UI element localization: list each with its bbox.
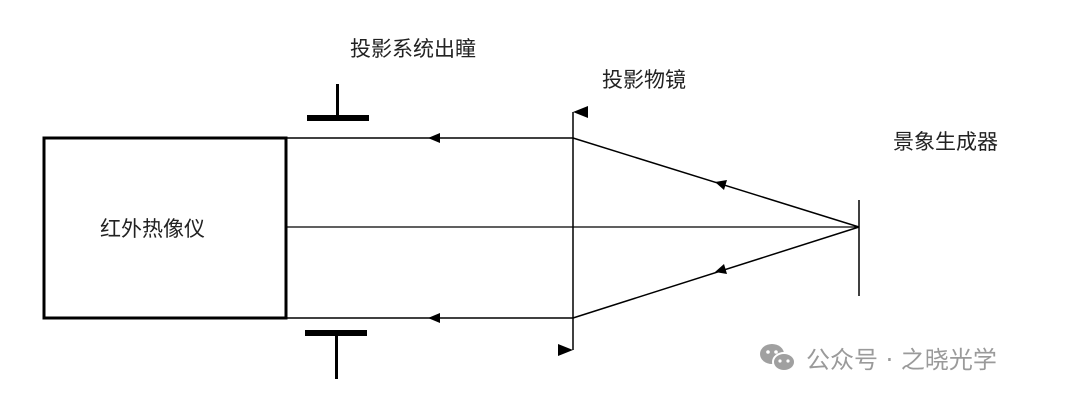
arrow-diag-bottom xyxy=(715,264,727,274)
label-projection-lens: 投影物镜 xyxy=(602,68,686,92)
exit-pupil-stop-bottom xyxy=(305,330,367,379)
arrow-bottom xyxy=(428,313,440,323)
watermark-text: 公众号 · 之晓光学 xyxy=(806,346,997,374)
label-scene-generator: 景象生成器 xyxy=(893,130,998,154)
exit-pupil-stop-top xyxy=(307,84,369,121)
label-exit-pupil: 投影系统出瞳 xyxy=(350,37,476,61)
ray-diag-bottom xyxy=(572,226,860,319)
wechat-icon xyxy=(760,343,796,372)
label-thermal-imager: 红外热像仪 xyxy=(100,217,205,241)
thermal-imager-box xyxy=(42,136,288,320)
watermark: 公众号 · 之晓光学 xyxy=(758,340,997,375)
arrow-diag-top xyxy=(715,180,727,190)
arrow-top xyxy=(428,133,440,143)
